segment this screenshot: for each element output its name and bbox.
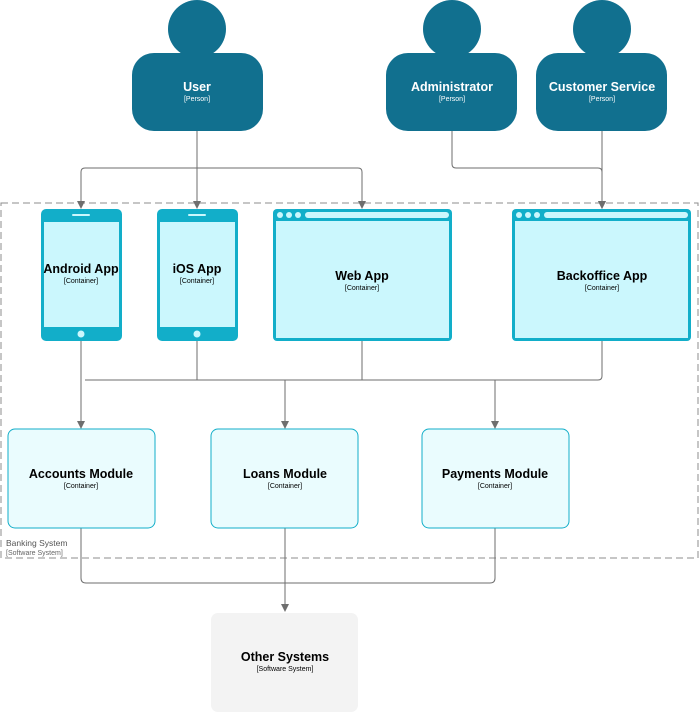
- container-type: [Container]: [585, 285, 619, 292]
- person-head-icon: [168, 0, 226, 58]
- edges-modules-to-external: [80, 528, 496, 612]
- person-type: [Person]: [439, 96, 465, 103]
- external-other-systems[interactable]: Other Systems [Software System]: [211, 613, 358, 712]
- edge-user-web: [197, 167, 366, 209]
- container-title: Accounts Module: [29, 467, 133, 481]
- mobile-device-icon: [41, 209, 122, 341]
- person-head-icon: [423, 0, 481, 58]
- container-type: [Container]: [268, 483, 302, 490]
- external-title: Other Systems: [241, 650, 329, 664]
- container-title: Loans Module: [243, 467, 327, 481]
- container-accounts-module[interactable]: Accounts Module [Container]: [7, 428, 156, 529]
- edge-user-android: [77, 167, 197, 209]
- container-backoffice-app[interactable]: Backoffice App [Container]: [512, 209, 691, 341]
- container-loans-module[interactable]: Loans Module [Container]: [210, 428, 359, 529]
- edge-accounts-payments-merge: [80, 528, 496, 584]
- person-administrator[interactable]: Administrator [Person]: [386, 0, 517, 131]
- container-web-app[interactable]: Web App [Container]: [273, 209, 452, 341]
- browser-window-icon: [512, 209, 691, 341]
- banking-system-boundary: Banking System [Software System]: [0, 202, 699, 559]
- boundary-label: Banking System: [6, 538, 67, 548]
- container-type: [Container]: [64, 278, 98, 285]
- boundary-type: [Software System]: [6, 550, 63, 557]
- container-payments-module[interactable]: Payments Module [Container]: [421, 428, 570, 529]
- container-type: [Container]: [345, 285, 379, 292]
- container-title: Web App: [335, 269, 389, 283]
- person-type: [Person]: [184, 96, 210, 103]
- container-title: iOS App: [173, 262, 222, 276]
- edges-apps-to-modules: [77, 341, 603, 429]
- person-head-icon: [573, 0, 631, 58]
- person-title: Administrator: [411, 80, 493, 94]
- container-type: [Container]: [478, 483, 512, 490]
- container-ios-app[interactable]: iOS App [Container]: [157, 209, 238, 341]
- container-title: Payments Module: [442, 467, 548, 481]
- edges-staff-to-backoffice: [451, 131, 606, 209]
- container-android-app[interactable]: Android App [Container]: [41, 209, 122, 341]
- person-title: Customer Service: [549, 80, 655, 94]
- edge-admin-backoffice: [451, 131, 606, 209]
- container-type: [Container]: [180, 278, 214, 285]
- edge-backoffice-bus: [85, 341, 603, 381]
- person-user[interactable]: User [Person]: [132, 0, 263, 131]
- container-type: [Container]: [64, 483, 98, 490]
- edges-user-to-apps: [77, 131, 366, 209]
- person-type: [Person]: [589, 96, 615, 103]
- container-title: Android App: [43, 262, 119, 276]
- person-customer-service[interactable]: Customer Service [Person]: [536, 0, 667, 131]
- browser-window-icon: [273, 209, 452, 341]
- container-title: Backoffice App: [557, 269, 648, 283]
- mobile-device-icon: [157, 209, 238, 341]
- external-type: [Software System]: [257, 666, 314, 673]
- person-title: User: [183, 80, 211, 94]
